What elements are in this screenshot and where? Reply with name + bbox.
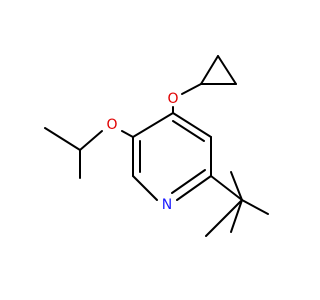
- bond-n-c6-double: [171, 169, 206, 194]
- isopropoxy-oxygen-label: O: [106, 117, 117, 133]
- bond-n-c6: [176, 175, 212, 201]
- bond-cp3-cp1: [200, 55, 219, 85]
- bond-ch-ch3-left: [44, 127, 81, 151]
- bond-cp2-cp3: [217, 55, 237, 85]
- cyclopropoxy-oxygen-label: O: [167, 91, 178, 107]
- bond-o-ch: [79, 130, 103, 151]
- bonds: [44, 55, 269, 237]
- bond-c5-c4: [172, 112, 212, 138]
- bond-c2-n: [132, 175, 158, 201]
- bond-cq-me-down: [230, 199, 243, 233]
- bond-cq-me-left: [205, 199, 243, 237]
- bond-cq-me-up: [230, 171, 243, 201]
- bond-o-cp1: [181, 83, 202, 95]
- molecule-structure: N O O: [44, 55, 269, 237]
- bond-cq-me-right: [241, 199, 269, 215]
- bond-c4-c3: [132, 112, 174, 138]
- bond-c3-o: [121, 130, 134, 138]
- bond-c6-cq: [210, 175, 243, 201]
- ring-nitrogen-label: N: [162, 197, 172, 213]
- bond-c5-c4-double: [172, 120, 205, 142]
- atom-labels: N O O: [106, 91, 178, 213]
